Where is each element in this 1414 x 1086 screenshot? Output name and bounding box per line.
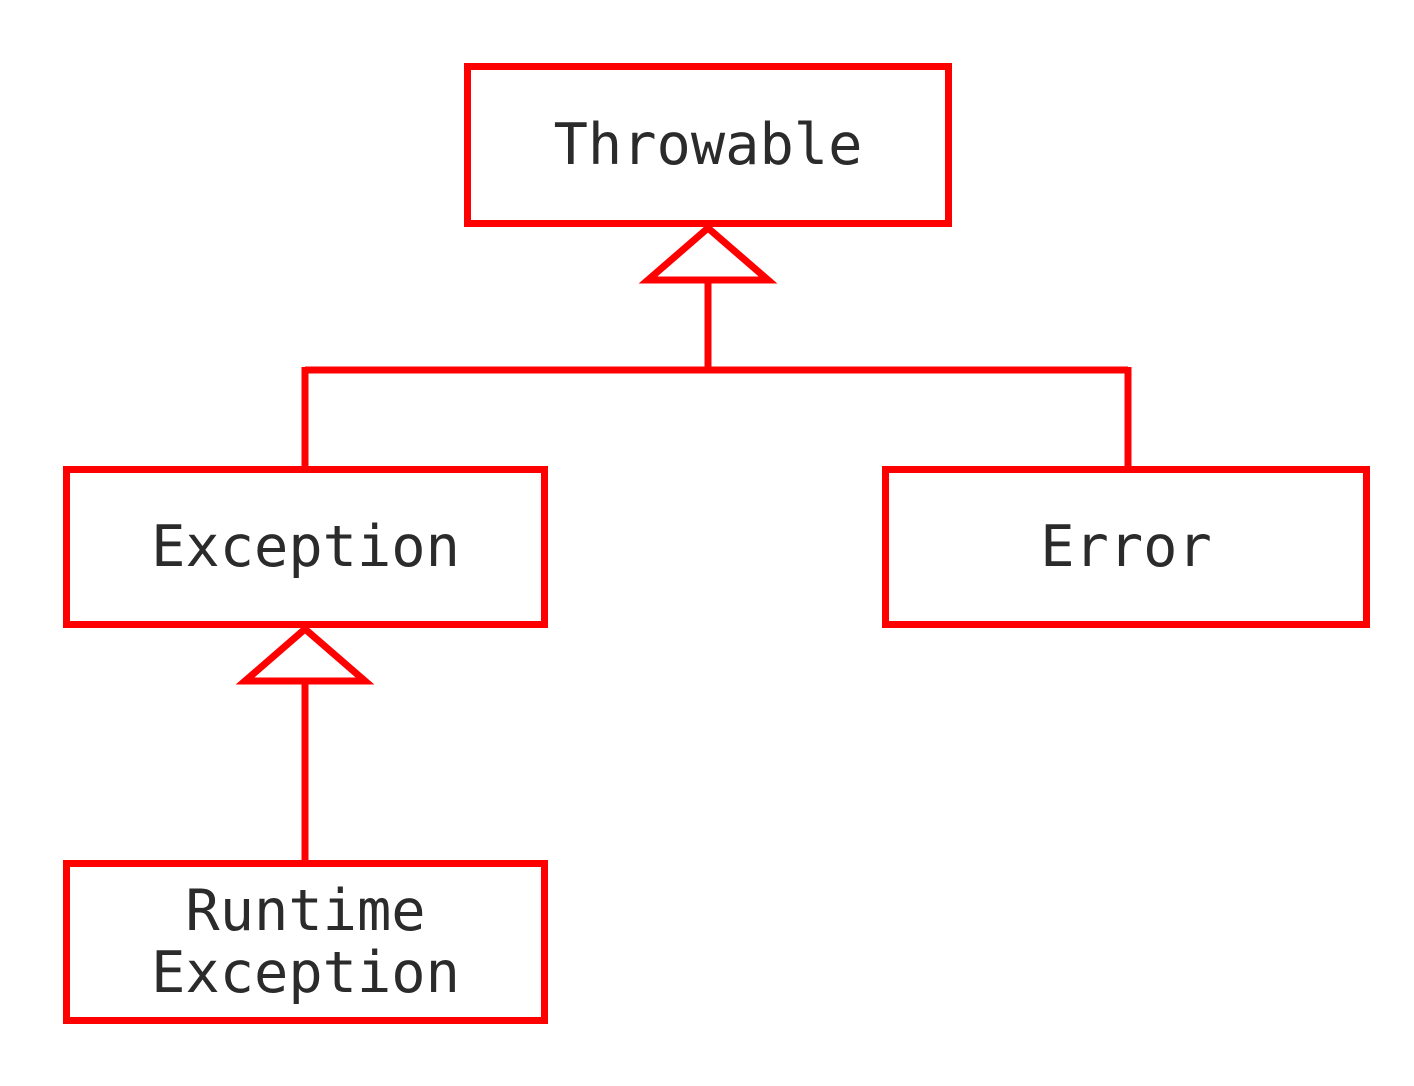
class-box-error[interactable]: Error xyxy=(882,466,1370,628)
class-name-runtimeexception: Runtime Exception xyxy=(151,878,460,1006)
class-name-exception: Exception xyxy=(151,514,460,580)
edge-throwable-children xyxy=(301,223,1132,468)
edge-exception-runtimeexception xyxy=(235,624,375,862)
class-box-runtimeexception[interactable]: Runtime Exception xyxy=(63,860,548,1024)
class-box-throwable[interactable]: Throwable xyxy=(464,63,952,227)
arrowhead-hollow-triangle-exception xyxy=(235,624,375,685)
class-name-throwable: Throwable xyxy=(553,112,863,178)
class-name-error: Error xyxy=(1040,514,1212,580)
class-box-exception[interactable]: Exception xyxy=(63,466,548,628)
arrowhead-hollow-triangle-throwable xyxy=(638,223,778,284)
